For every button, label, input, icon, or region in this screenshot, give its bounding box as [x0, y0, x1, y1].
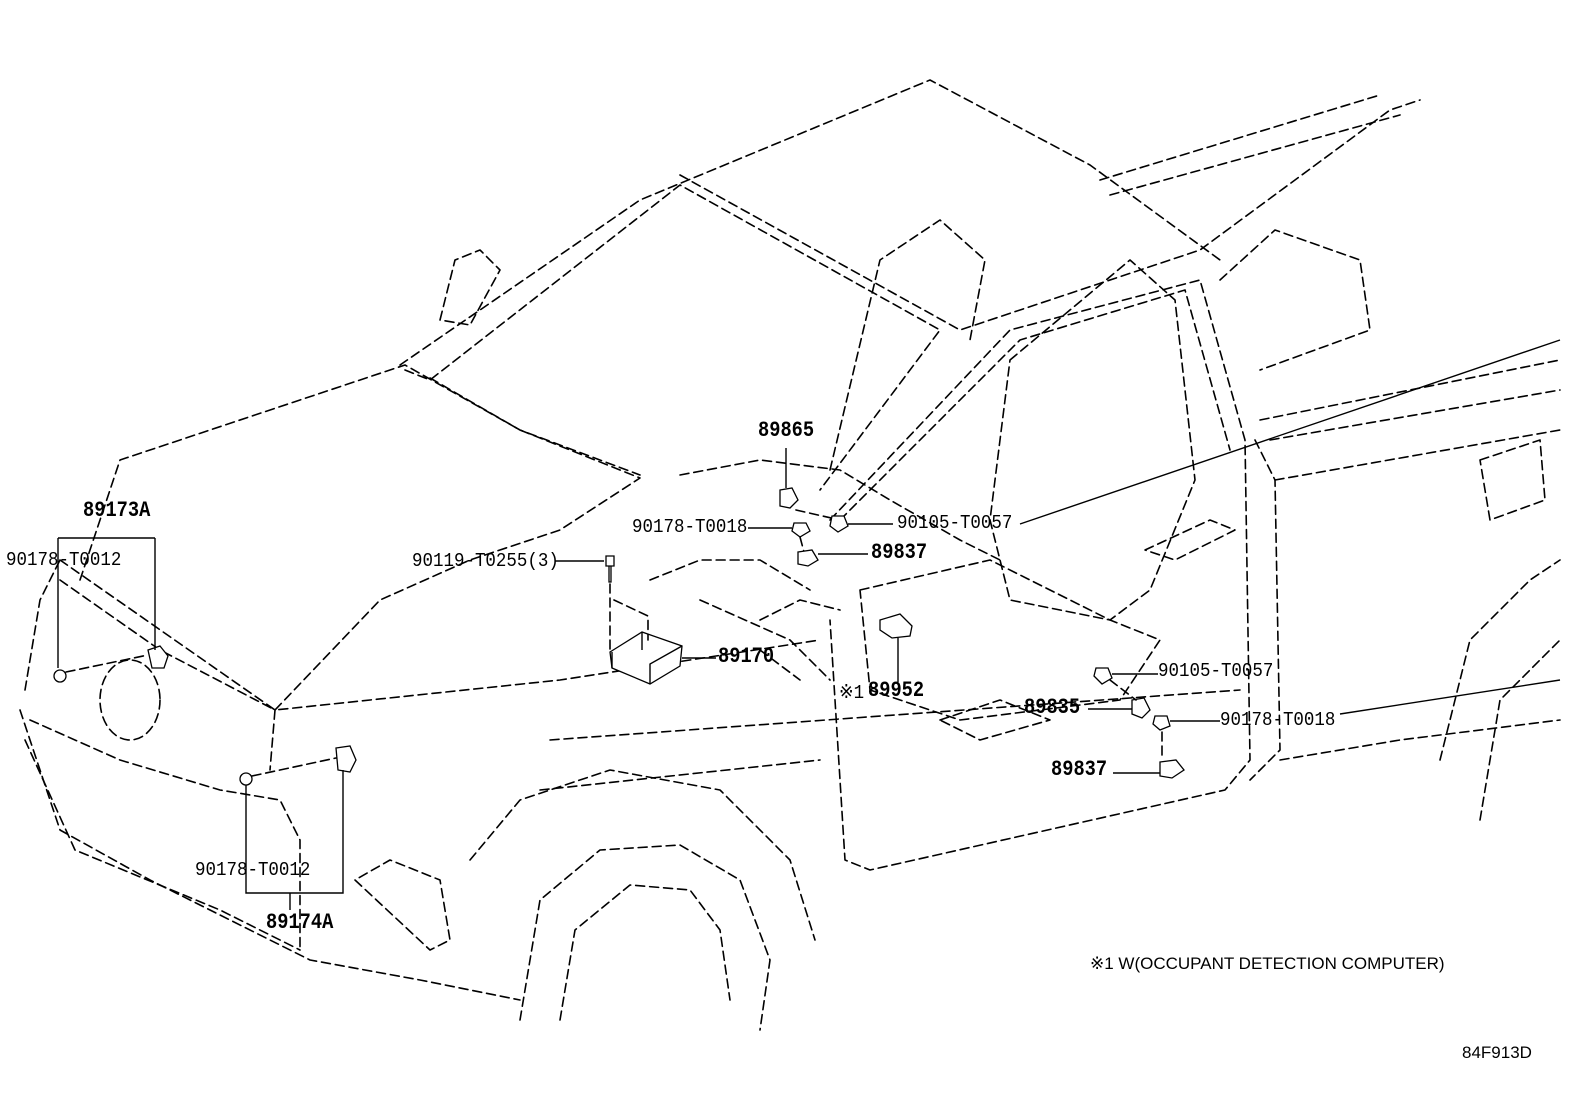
- label-89170: 89170: [718, 644, 775, 669]
- windshield-inner: [429, 377, 641, 476]
- leader-89173a: [57, 537, 156, 668]
- label-89952-mark: ※1: [839, 682, 865, 704]
- floor-tunnel: [699, 599, 831, 681]
- door-handle: [1144, 519, 1236, 561]
- roof-outline: [399, 79, 1221, 366]
- footnote: ※1 W(OCCUPANT DETECTION COMPUTER): [1090, 954, 1445, 973]
- occupant-computer-89952: [879, 613, 913, 639]
- rear-handle: [1479, 439, 1546, 521]
- rear-wheel: [1479, 639, 1561, 821]
- hood-front-edge: [59, 559, 821, 711]
- bumper-upper: [24, 559, 61, 691]
- rear-wheel-arch: [1439, 559, 1561, 761]
- bolt-90105-t0057-lower: [1093, 667, 1113, 685]
- hood-outline: [79, 364, 641, 711]
- body-side-line: [539, 689, 1241, 791]
- roof-rail: [1099, 94, 1401, 196]
- b-pillar: [1249, 439, 1281, 781]
- label-89174a: 89174A: [266, 910, 334, 935]
- nut-90178-t0018-upper: [791, 522, 811, 538]
- bolt-90119-t0255: [605, 555, 615, 583]
- lower-guide: [1109, 679, 1163, 761]
- grille-outline: [19, 709, 521, 1001]
- label-90105-t0057-upper: 90105-T0057: [897, 512, 1013, 534]
- bed-side: [1274, 429, 1561, 761]
- emblem: [99, 659, 161, 741]
- sensor-89173a: [147, 645, 169, 669]
- seat-frame: [939, 699, 1051, 741]
- door-outline: [829, 279, 1251, 871]
- label-90105-t0057-lower: 90105-T0057: [1158, 660, 1274, 682]
- seat-cushion: [859, 559, 1161, 721]
- fender: [469, 769, 816, 941]
- airbag-sensor-detail: [611, 632, 683, 684]
- sensor-89837-upper: [797, 549, 819, 567]
- bolt-guide: [609, 583, 649, 651]
- leader-90105-upper: [848, 339, 1561, 525]
- label-89952: 89952: [868, 678, 925, 703]
- grille-bar: [29, 719, 301, 951]
- label-90178-t0012-left: 90178-T0012: [6, 549, 122, 571]
- label-89837-lower: 89837: [1051, 757, 1108, 782]
- steering-column: [649, 559, 841, 621]
- connector-89865: [779, 487, 799, 509]
- front-wheel-inner: [559, 884, 731, 1021]
- nut-90178-t0018-lower: [1152, 715, 1171, 731]
- dashboard: [679, 459, 1001, 561]
- bolt-90105-t0057-upper: [829, 515, 849, 533]
- airbag-sensor-89170: [609, 631, 683, 685]
- windshield: [404, 184, 941, 491]
- leader-89174a: [245, 770, 344, 910]
- leader-90178-t0018-lower: [1170, 679, 1561, 722]
- nut-90178-t0012-left: [53, 669, 67, 683]
- nut-90178-t0012-bottom: [239, 772, 253, 786]
- sensor-89174a: [335, 745, 357, 773]
- label-89865: 89865: [758, 418, 815, 443]
- label-90119-t0255: 90119-T0255(3): [412, 550, 559, 572]
- side-mirror: [439, 249, 501, 326]
- fog-recess: [354, 859, 451, 951]
- bed-rail: [1259, 359, 1561, 441]
- headlamp-edge: [59, 579, 276, 771]
- drawing-code: 84F913D: [1462, 1043, 1532, 1062]
- door-window: [839, 289, 1231, 521]
- label-89837-upper: 89837: [871, 540, 928, 565]
- label-89835: 89835: [1024, 695, 1081, 720]
- sensor-89835: [1131, 697, 1151, 719]
- roof-rear-edge: [679, 99, 1421, 331]
- leader-nut-bottom: [251, 757, 337, 777]
- leader-nut-left: [65, 654, 149, 673]
- label-90178-t0012-bottom: 90178-T0012: [195, 859, 311, 881]
- sensor-89837-lower: [1159, 759, 1185, 779]
- bumper-lower: [24, 739, 301, 951]
- label-89173a: 89173A: [83, 498, 151, 523]
- label-90178-t0018-lower: 90178-T0018: [1220, 709, 1336, 731]
- bed-front: [1219, 229, 1371, 371]
- seat-back: [989, 259, 1196, 621]
- label-90178-t0018-upper: 90178-T0018: [632, 516, 748, 538]
- front-wheel-outer: [519, 844, 771, 1031]
- rear-seat: [829, 219, 986, 471]
